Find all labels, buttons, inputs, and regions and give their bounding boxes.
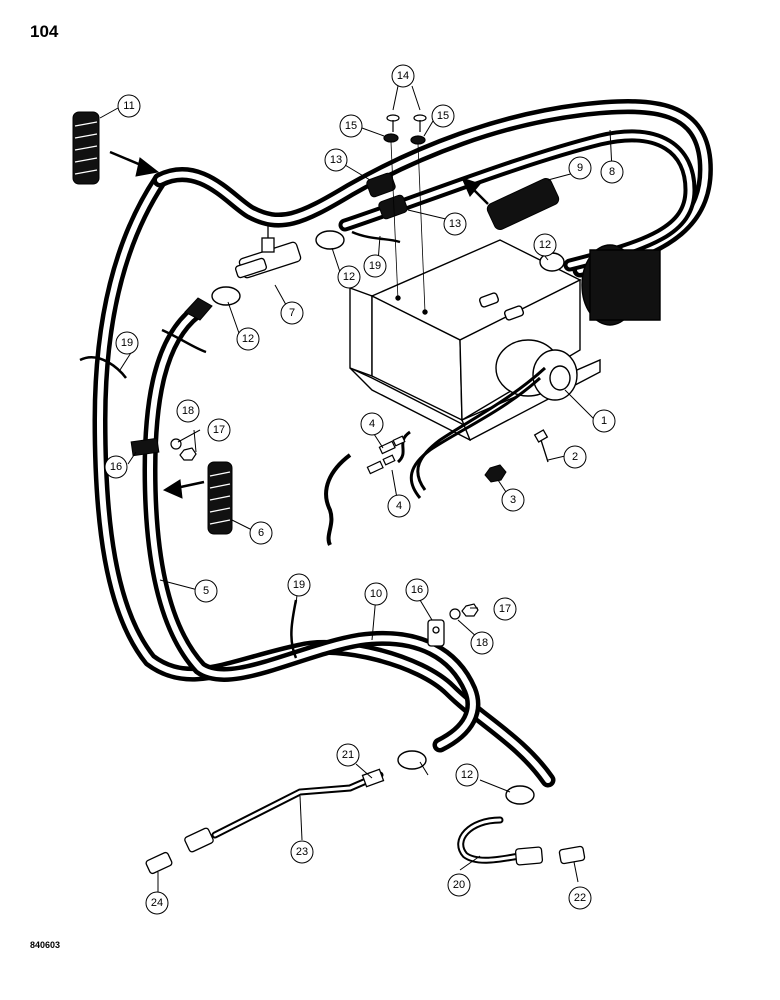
callout-12-right: 12 — [533, 233, 557, 257]
svg-text:12: 12 — [539, 239, 551, 251]
heater-hose-8-return — [338, 129, 697, 272]
callout-8: 8 — [600, 160, 624, 184]
flow-arrows — [109, 150, 489, 499]
callout-5: 5 — [194, 579, 218, 603]
heater-tube-20 — [457, 816, 524, 864]
svg-text:17: 17 — [499, 603, 511, 615]
callout-15-left: 15 — [339, 114, 363, 138]
callout-7: 7 — [280, 301, 304, 325]
svg-text:22: 22 — [574, 892, 586, 904]
spring-coils — [74, 121, 231, 525]
svg-text:1: 1 — [601, 415, 607, 427]
svg-text:23: 23 — [296, 846, 308, 858]
callout-21: 21 — [336, 743, 360, 767]
svg-text:2: 2 — [572, 451, 578, 463]
hose-stub — [184, 297, 213, 321]
callout-24: 24 — [145, 891, 169, 915]
callout-12-bottom: 12 — [455, 763, 479, 787]
callout-1: 1 — [592, 409, 616, 433]
callout-22: 22 — [568, 886, 592, 910]
svg-text:18: 18 — [182, 405, 194, 417]
svg-text:19: 19 — [121, 337, 133, 349]
nut-3 — [484, 464, 507, 483]
svg-text:10: 10 — [370, 588, 382, 600]
svg-text:6: 6 — [258, 527, 264, 539]
svg-text:21: 21 — [342, 749, 354, 761]
hose-clamp-12-upper — [211, 230, 565, 306]
callout-3: 3 — [501, 488, 525, 512]
callout-15-right: 15 — [431, 104, 455, 128]
hose-sleeves-13 — [366, 172, 408, 220]
callout-9: 9 — [568, 156, 592, 180]
svg-text:12: 12 — [242, 333, 254, 345]
svg-text:7: 7 — [289, 307, 295, 319]
svg-text:9: 9 — [577, 162, 583, 174]
svg-text:24: 24 — [151, 897, 163, 909]
heater-tube-23 — [211, 771, 384, 839]
svg-text:19: 19 — [369, 260, 381, 272]
heater-assembly — [349, 239, 661, 442]
callout-12-valve: 12 — [236, 327, 260, 351]
svg-text:15: 15 — [345, 120, 357, 132]
svg-text:16: 16 — [411, 584, 423, 596]
callout-20: 20 — [447, 873, 471, 897]
callout-19-bottom: 19 — [287, 573, 311, 597]
svg-text:12: 12 — [461, 769, 473, 781]
callout-14: 14 — [391, 64, 415, 88]
callout-13-right: 13 — [443, 212, 467, 236]
callout-10: 10 — [364, 582, 388, 606]
heater-hose-10 — [142, 304, 481, 753]
svg-text:20: 20 — [453, 879, 465, 891]
svg-text:19: 19 — [293, 579, 305, 591]
callout-18-right: 18 — [470, 631, 494, 655]
screws-14-washers-15 — [383, 114, 427, 313]
callout-13-left: 13 — [324, 148, 348, 172]
svg-text:13: 13 — [330, 154, 342, 166]
callout-2: 2 — [563, 445, 587, 469]
callout-16-left: 16 — [104, 455, 128, 479]
svg-text:12: 12 — [343, 271, 355, 283]
heater-hose-5 — [92, 172, 556, 788]
svg-text:14: 14 — [397, 70, 409, 82]
svg-text:11: 11 — [123, 100, 134, 112]
clip-16-left — [130, 437, 160, 457]
svg-text:15: 15 — [437, 110, 449, 122]
svg-text:4: 4 — [396, 500, 402, 512]
callout-4-lower: 4 — [387, 494, 411, 518]
nuts-17-washers-18 — [170, 438, 479, 620]
svg-text:13: 13 — [449, 218, 461, 230]
svg-text:8: 8 — [609, 166, 615, 178]
callout-12-top: 12 — [337, 265, 361, 289]
heater-tube-20-inner — [459, 818, 522, 862]
callout-19-left: 19 — [115, 331, 139, 355]
page-number: 104 — [30, 22, 59, 41]
bolt-2 — [533, 429, 549, 463]
callout-19-top: 19 — [363, 254, 387, 278]
callout-11: 11 — [117, 94, 141, 118]
svg-text:16: 16 — [110, 461, 122, 473]
callout-23: 23 — [290, 840, 314, 864]
callout-16-right: 16 — [405, 578, 429, 602]
callout-4-upper: 4 — [360, 412, 384, 436]
figure-code: 840603 — [30, 940, 61, 950]
svg-text:5: 5 — [203, 585, 209, 597]
motor-wires — [324, 366, 547, 546]
hose-clamp-12-lower — [397, 750, 535, 805]
callout-17-right: 17 — [493, 597, 517, 621]
ground-straps-19 — [79, 230, 401, 659]
svg-text:18: 18 — [476, 637, 488, 649]
callout-17-left: 17 — [207, 418, 231, 442]
svg-text:4: 4 — [369, 418, 375, 430]
clip-16-right — [427, 619, 445, 647]
wire-connectors-4 — [366, 435, 406, 475]
svg-text:3: 3 — [510, 494, 516, 506]
callout-6: 6 — [249, 521, 273, 545]
heater-hose-8 — [152, 99, 713, 278]
svg-text:17: 17 — [213, 424, 225, 436]
callout-18-left: 18 — [176, 399, 200, 423]
shutoff-valve-7 — [235, 226, 302, 279]
